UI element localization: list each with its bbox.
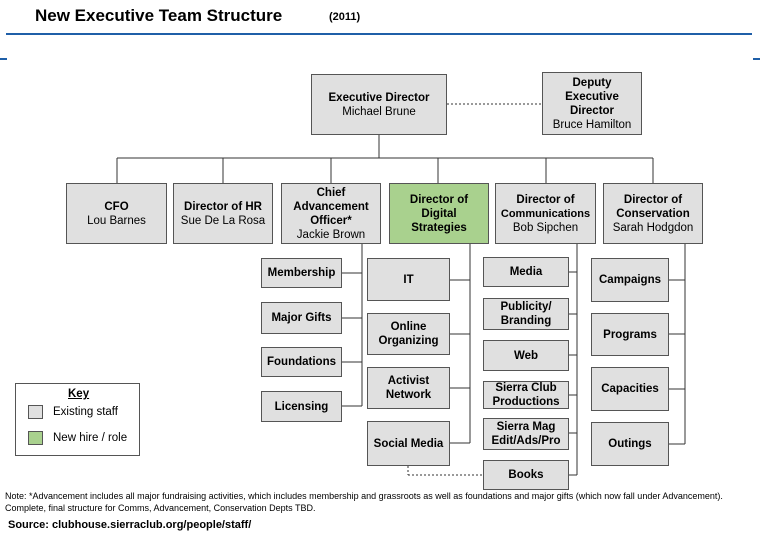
cfo-box: CFO Lou Barnes [66, 183, 167, 244]
deputy-title-line3: Director [569, 104, 615, 117]
digital-director-box: Director of Digital Strategies [389, 183, 489, 244]
advancement-officer-box: Chief Advancement Officer* Jackie Brown [281, 183, 381, 244]
cfo-title: CFO [104, 200, 129, 213]
hr-director-box: Director of HR Sue De La Rosa [173, 183, 273, 244]
advancement-title-line1: Chief [316, 186, 346, 199]
executive-director-title: Executive Director [328, 91, 430, 104]
online-organizing-line1: Online [390, 321, 427, 333]
communications-director-name: Bob Sipchen [512, 221, 579, 234]
legend-new-swatch [28, 431, 43, 445]
right-rule-tick [753, 58, 760, 60]
unit-licensing: Licensing [261, 391, 342, 422]
unit-membership: Membership [261, 258, 342, 288]
source-citation: Source: clubhouse.sierraclub.org/people/… [8, 519, 252, 531]
digital-title-line1: Director of [409, 193, 469, 206]
unit-outings: Outings [591, 422, 669, 466]
page-year: (2011) [329, 11, 361, 23]
conservation-director-name: Sarah Hodgdon [612, 221, 694, 234]
hr-director-title: Director of HR [184, 200, 262, 213]
unit-it: IT [367, 258, 450, 301]
communications-title-line2: Communications [500, 207, 591, 220]
activist-network-line2: Network [385, 389, 432, 401]
deputy-director-box: Deputy Executive Director Bruce Hamilton [542, 72, 642, 135]
executive-director-name: Michael Brune [342, 105, 416, 118]
legend-existing-label: Existing staff [53, 406, 118, 418]
legend-existing-swatch [28, 405, 43, 419]
unit-sierra-mag: Sierra Mag Edit/Ads/Pro [483, 418, 569, 450]
digital-title-line2: Digital [421, 207, 457, 220]
advancement-title-line2: Advancement [293, 200, 369, 213]
legend-new-label: New hire / role [53, 432, 128, 444]
communications-director-box: Director of Communications Bob Sipchen [495, 183, 596, 244]
left-rule-tick [0, 58, 7, 60]
deputy-director-name: Bruce Hamilton [552, 118, 632, 131]
activist-network-line1: Activist [387, 375, 430, 387]
digital-title-line3: Strategies [411, 221, 467, 234]
advancement-title-line3: Officer* [310, 214, 352, 227]
conservation-title-line2: Conservation [616, 207, 690, 220]
unit-web: Web [483, 340, 569, 371]
communications-title-line1: Director of [516, 193, 575, 206]
productions-line2: Productions [492, 396, 560, 408]
advancement-officer-name: Jackie Brown [296, 228, 366, 241]
unit-campaigns: Campaigns [591, 258, 669, 302]
unit-media: Media [483, 257, 569, 287]
unit-productions: Sierra Club Productions [483, 381, 569, 409]
unit-books: Books [483, 460, 569, 490]
productions-line1: Sierra Club [495, 382, 557, 394]
deputy-title-line1: Deputy [572, 76, 612, 89]
page-title: New Executive Team Structure [35, 6, 283, 25]
footnote: Note: *Advancement includes all major fu… [5, 491, 723, 513]
unit-online-organizing: Online Organizing [367, 313, 450, 355]
executive-director-box: Executive Director Michael Brune [311, 74, 447, 135]
publicity-line2: Branding [500, 315, 552, 327]
publicity-line1: Publicity/ [500, 301, 552, 313]
online-organizing-line2: Organizing [378, 335, 439, 347]
deputy-title-line2: Executive [565, 90, 619, 103]
conservation-director-box: Director of Conservation Sarah Hodgdon [603, 183, 703, 244]
unit-social-media: Social Media [367, 421, 450, 466]
legend-key: Key Existing staff New hire / role [15, 383, 140, 456]
unit-capacities: Capacities [591, 367, 669, 411]
sierra-mag-line1: Sierra Mag [496, 421, 556, 433]
cfo-name: Lou Barnes [87, 214, 146, 227]
hr-director-name: Sue De La Rosa [180, 214, 266, 227]
unit-publicity-branding: Publicity/ Branding [483, 298, 569, 330]
conservation-title-line1: Director of [623, 193, 683, 206]
unit-foundations: Foundations [261, 347, 342, 377]
unit-activist-network: Activist Network [367, 367, 450, 409]
header-rule [6, 33, 752, 35]
legend-title: Key [68, 388, 90, 400]
unit-major-gifts: Major Gifts [261, 302, 342, 334]
sierra-mag-line2: Edit/Ads/Pro [491, 435, 561, 447]
unit-programs: Programs [591, 313, 669, 356]
